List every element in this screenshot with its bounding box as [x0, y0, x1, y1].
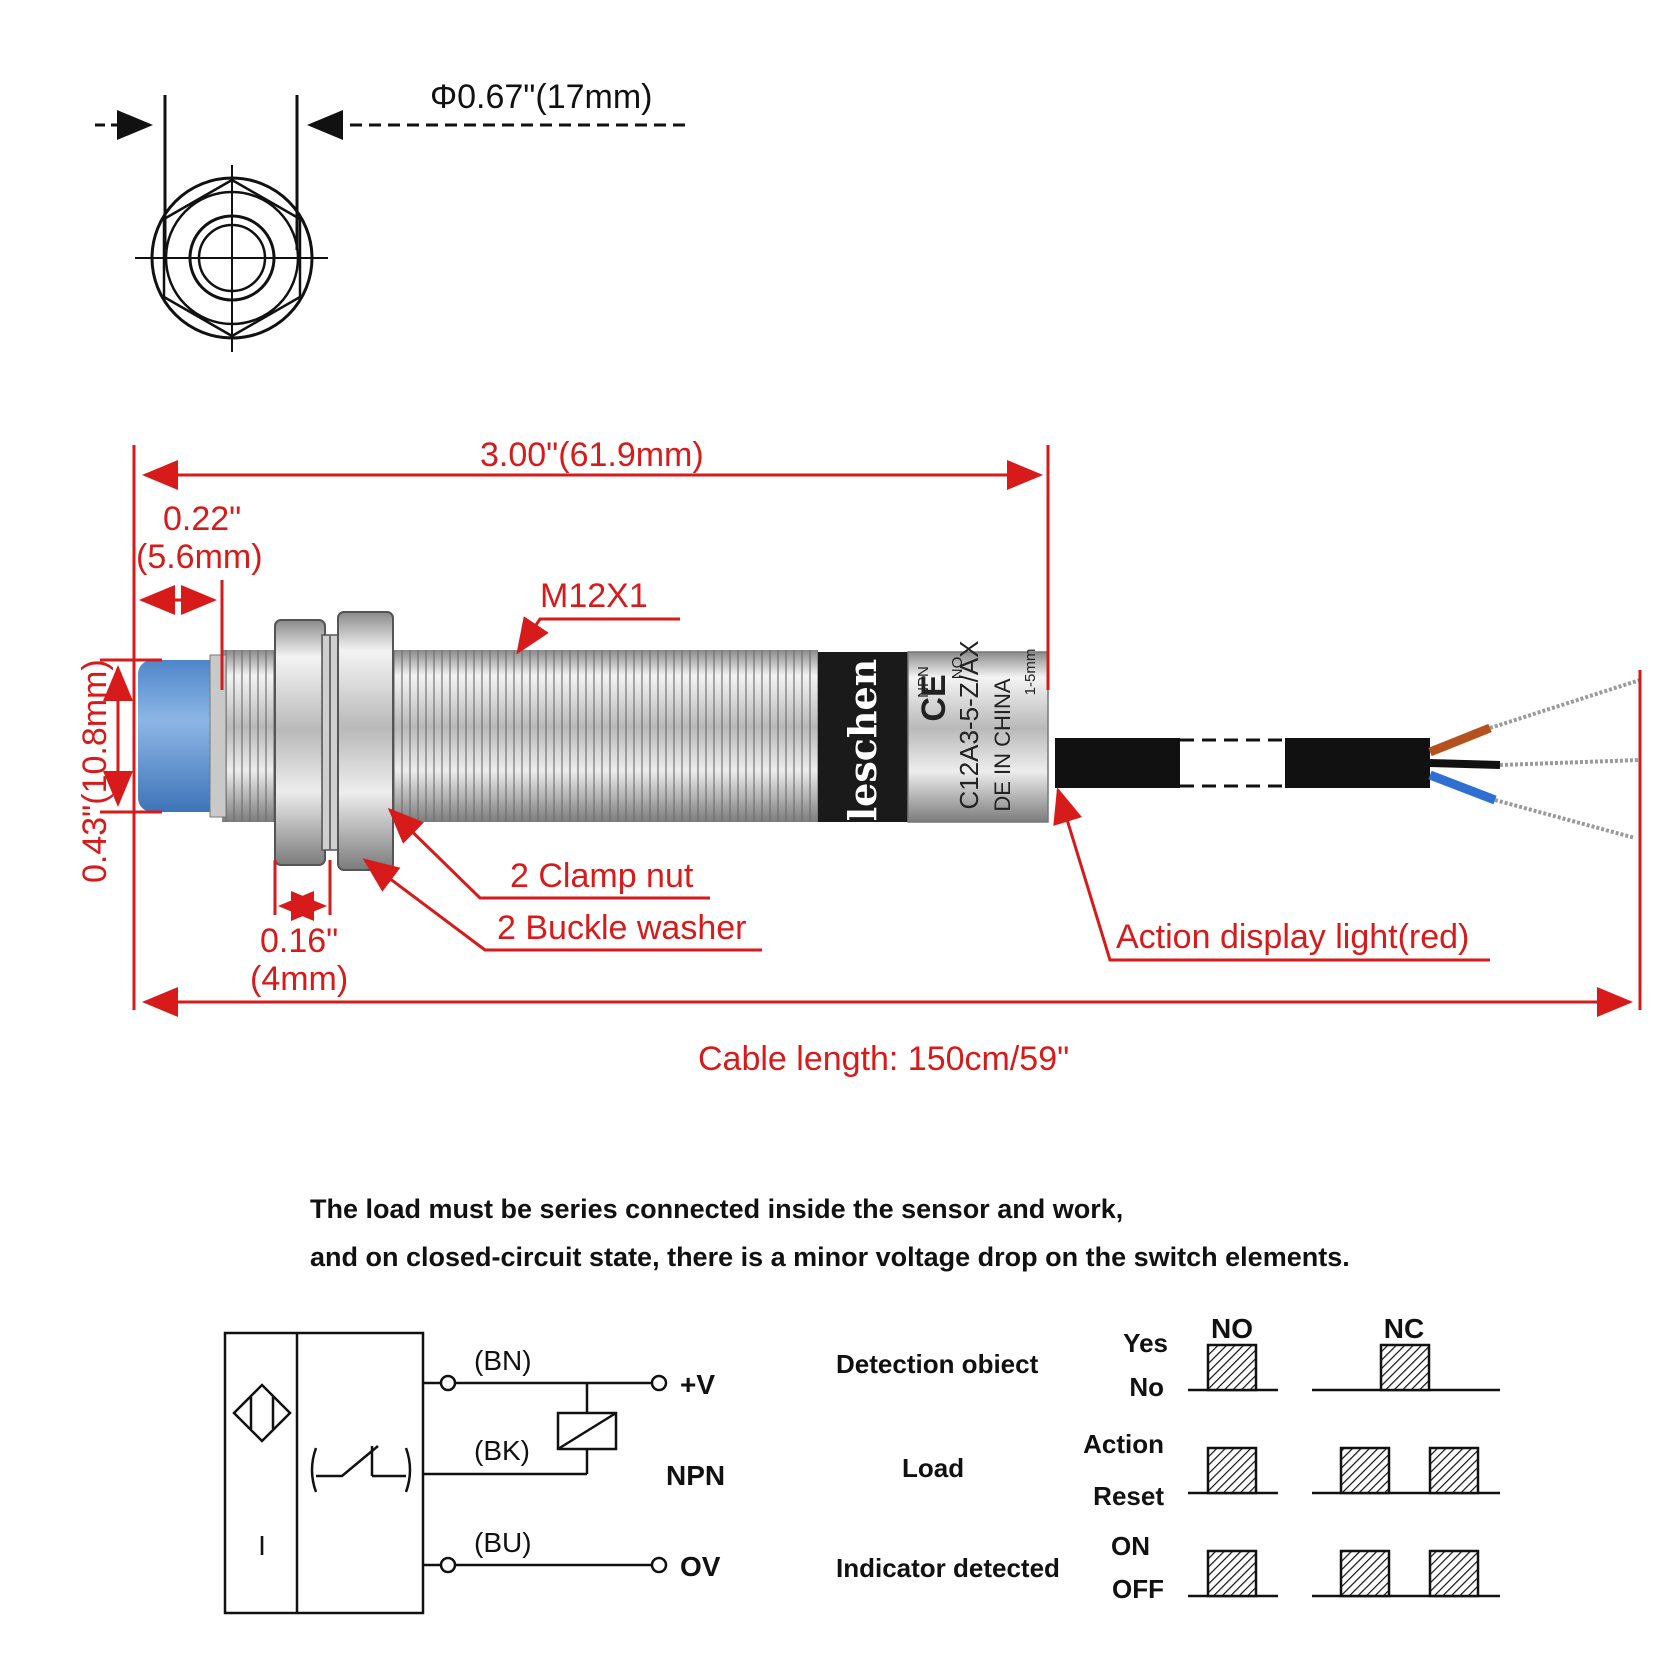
dimension-lines	[100, 445, 1642, 1017]
overall-length-label: 3.00"(61.9mm)	[480, 436, 704, 474]
clamp-nut-callout: 2 Clamp nut	[510, 857, 694, 895]
timing-row-2-high: Action	[1083, 1429, 1164, 1459]
timing-row-1-high: Yes	[1123, 1328, 1168, 1358]
wire-bu-label: (BU)	[474, 1527, 532, 1558]
timing-row-3-high: ON	[1111, 1531, 1150, 1561]
note-line-2: and on closed-circuit state, there is a …	[310, 1242, 1350, 1272]
nut-thickness-mm-label: (4mm)	[250, 960, 348, 998]
timing-row-3-label: Indicator detected	[836, 1553, 1060, 1583]
sensor-side-view: leschen CE C12A3-5-Z/AX DE IN CHINA NPN …	[138, 611, 1641, 871]
face-length-mm-label: (5.6mm)	[136, 538, 263, 576]
face-length-inch-label: 0.22"	[163, 500, 241, 538]
dimension-labels: 3.00"(61.9mm) 0.22" (5.6mm) M12X1 0.43"(…	[76, 436, 1469, 1078]
wire-bn-label: (BN)	[474, 1345, 532, 1376]
body-spec-npn: NPN	[915, 666, 932, 698]
wiring-diagram	[223, 1331, 668, 1615]
body-spec-no: NO	[949, 657, 966, 680]
buckle-washer-callout: 2 Buckle washer	[497, 909, 746, 947]
timing-table: NO NC Detection obiect Yes No Load Actio…	[836, 1313, 1500, 1604]
body-model-text: C12A3-5-Z/AX	[954, 640, 984, 809]
plus-v-label: +V	[680, 1369, 715, 1400]
top-view: Φ0.67"(17mm)	[95, 78, 685, 352]
zero-v-label: OV	[680, 1551, 721, 1582]
timing-row-2-low: Reset	[1093, 1481, 1164, 1511]
timing-header-no: NO	[1211, 1313, 1253, 1344]
symbol-i-label: I	[258, 1530, 266, 1561]
body-spec-range: 1-5mm	[1022, 649, 1039, 696]
timing-row-3-low: OFF	[1112, 1574, 1164, 1604]
nut-thickness-inch-label: 0.16"	[260, 922, 338, 960]
thread-label: M12X1	[540, 577, 648, 615]
body-brand-text: leschen	[840, 659, 885, 822]
note-line-1: The load must be series connected inside…	[310, 1194, 1123, 1224]
timing-header-nc: NC	[1384, 1313, 1424, 1344]
body-ce-mark: CE	[915, 674, 953, 721]
wiring-labels: I (BN) (BK) (BU) +V NPN OV	[258, 1345, 725, 1582]
timing-row-1-low: No	[1129, 1372, 1164, 1402]
timing-row-1-label: Detection obiect	[836, 1349, 1039, 1379]
display-light-callout: Action display light(red)	[1116, 918, 1469, 956]
cable-length-label: Cable length: 150cm/59"	[698, 1040, 1069, 1078]
diameter-label: 0.43"(10.8mm)	[76, 659, 114, 883]
npn-label: NPN	[666, 1460, 725, 1491]
wire-bk-label: (BK)	[474, 1435, 530, 1466]
timing-row-2-label: Load	[902, 1453, 964, 1483]
top-diameter-label: Φ0.67"(17mm)	[430, 78, 652, 116]
body-origin-text: DE IN CHINA	[990, 678, 1015, 812]
